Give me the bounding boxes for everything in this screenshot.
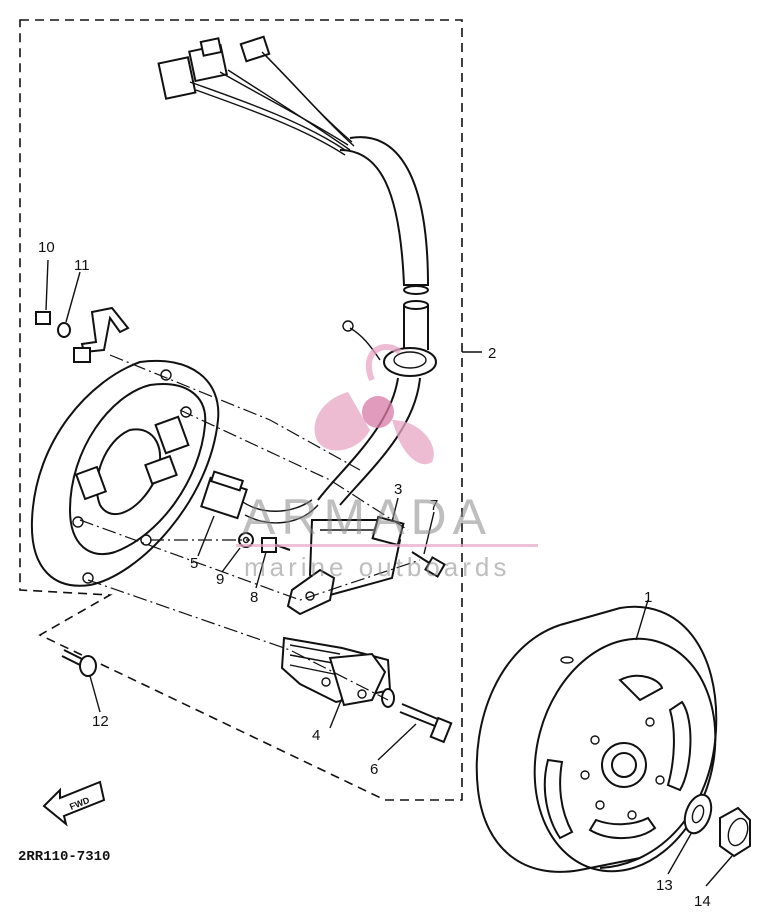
label-part-14: 14 [694, 893, 711, 910]
wire-harness [157, 35, 437, 524]
forward-arrow-icon: FWD [42, 780, 106, 827]
label-part-5: 5 [190, 555, 198, 572]
label-part-9: 9 [216, 571, 224, 588]
screw-6 [399, 703, 453, 744]
center-lines [79, 354, 421, 701]
lighting-coil [280, 636, 392, 707]
label-part-7: 7 [430, 497, 438, 514]
watermark-tagline: marine outboards [244, 552, 510, 582]
label-part-3: 3 [394, 481, 402, 498]
label-part-1: 1 [644, 589, 652, 606]
watermark-logo-icon [314, 344, 434, 465]
label-part-10: 10 [38, 239, 55, 256]
label-part-12: 12 [92, 713, 109, 730]
label-part-6: 6 [370, 761, 378, 778]
flywheel-rotor [475, 605, 718, 873]
label-part-4: 4 [312, 727, 320, 744]
label-part-11: 11 [74, 257, 90, 274]
label-part-2: 2 [488, 345, 496, 362]
watermark: ARMADA marine outboards [236, 344, 538, 582]
screw-7 [411, 551, 446, 578]
washer-6 [381, 688, 395, 708]
charge-coil [286, 515, 405, 616]
label-part-8: 8 [250, 589, 258, 606]
label-part-13: 13 [656, 877, 673, 894]
nut-14 [719, 806, 751, 858]
watermark-brand: ARMADA [242, 489, 492, 545]
drawing-code: 2RR110-7310 [18, 849, 110, 865]
screw-12 [61, 649, 97, 677]
bracket-11 [73, 306, 130, 363]
stator-base-plate [30, 359, 220, 587]
pulser-coil [200, 470, 248, 520]
screw-10 [35, 311, 71, 338]
leader-lines [45, 259, 733, 887]
assembly-boundary [19, 19, 463, 801]
